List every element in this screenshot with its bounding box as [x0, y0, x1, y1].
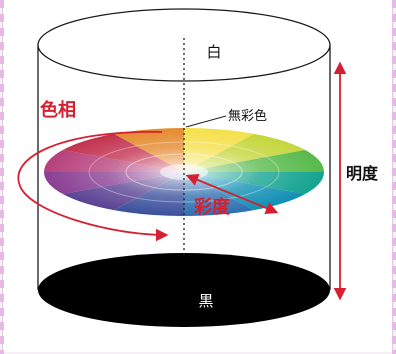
lightness-label: 明度: [346, 164, 379, 183]
right-border-decoration: [392, 0, 396, 354]
hue-label: 色相: [40, 99, 76, 121]
black-label: 黒: [198, 292, 213, 310]
wheel-center: [160, 164, 208, 180]
left-border-decoration: [0, 0, 4, 354]
saturation-label: 彩度: [193, 196, 231, 218]
white-label: 白: [206, 43, 221, 61]
black-bottom-shade: [38, 253, 330, 327]
achromatic-label: 無彩色: [228, 108, 267, 124]
achromatic-pointer-line: [185, 115, 227, 128]
hue-arrow: [17, 131, 169, 242]
wheel-ring-outer: [88, 141, 280, 203]
saturation-arrow: [185, 173, 279, 215]
